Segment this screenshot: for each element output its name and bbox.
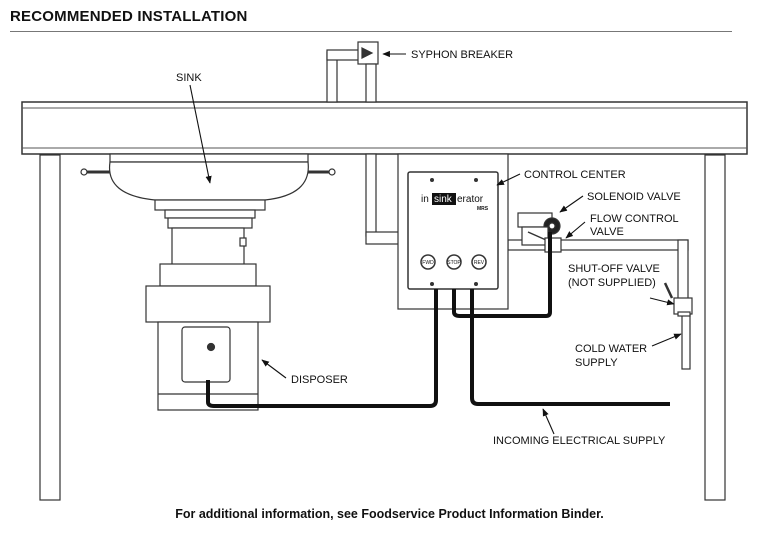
label-disposer: DISPOSER [291, 374, 348, 386]
callout-arrows [189, 50, 682, 435]
label-syphon-breaker: SYPHON BREAKER [411, 49, 513, 61]
fwd-button[interactable] [420, 254, 436, 270]
countertop [21, 101, 748, 155]
label-shutoff-2: (NOT SUPPLIED) [568, 277, 656, 289]
table-legs [39, 154, 726, 501]
footer-note: For additional information, see Foodserv… [175, 507, 604, 521]
stop-button[interactable] [446, 254, 462, 270]
stop-label: STOP [447, 260, 461, 266]
label-sink: SINK [176, 72, 202, 84]
brand-sink-box [432, 193, 456, 205]
shutoff-valve [663, 282, 693, 317]
brand-in: in [421, 194, 429, 205]
syphon-breaker [326, 41, 379, 103]
rev-label: REV [474, 260, 485, 266]
disposer [145, 227, 271, 411]
brand-sink: sink [434, 194, 453, 205]
solenoid-valve [517, 212, 562, 253]
water-piping [365, 153, 691, 370]
brand-erator: erator [457, 194, 484, 205]
label-flow-control-1: FLOW CONTROL [590, 213, 679, 225]
rev-button[interactable] [471, 254, 487, 270]
title-divider [10, 31, 732, 32]
electrical-cables [206, 232, 670, 408]
control-center [397, 153, 509, 310]
label-cold-water-2: SUPPLY [575, 357, 618, 369]
label-cold-water-1: COLD WATER [575, 343, 647, 355]
model-label: MRS [477, 206, 489, 212]
label-electrical: INCOMING ELECTRICAL SUPPLY [493, 435, 666, 447]
control-buttons [420, 254, 487, 270]
label-shutoff-1: SHUT-OFF VALVE [568, 263, 660, 275]
label-solenoid-valve: SOLENOID VALVE [587, 191, 681, 203]
label-flow-control-2: VALVE [590, 226, 624, 238]
label-control-center: CONTROL CENTER [524, 169, 626, 181]
sink [80, 153, 336, 229]
fwd-label: FWD [422, 260, 434, 266]
page-title: RECOMMENDED INSTALLATION [10, 8, 248, 25]
